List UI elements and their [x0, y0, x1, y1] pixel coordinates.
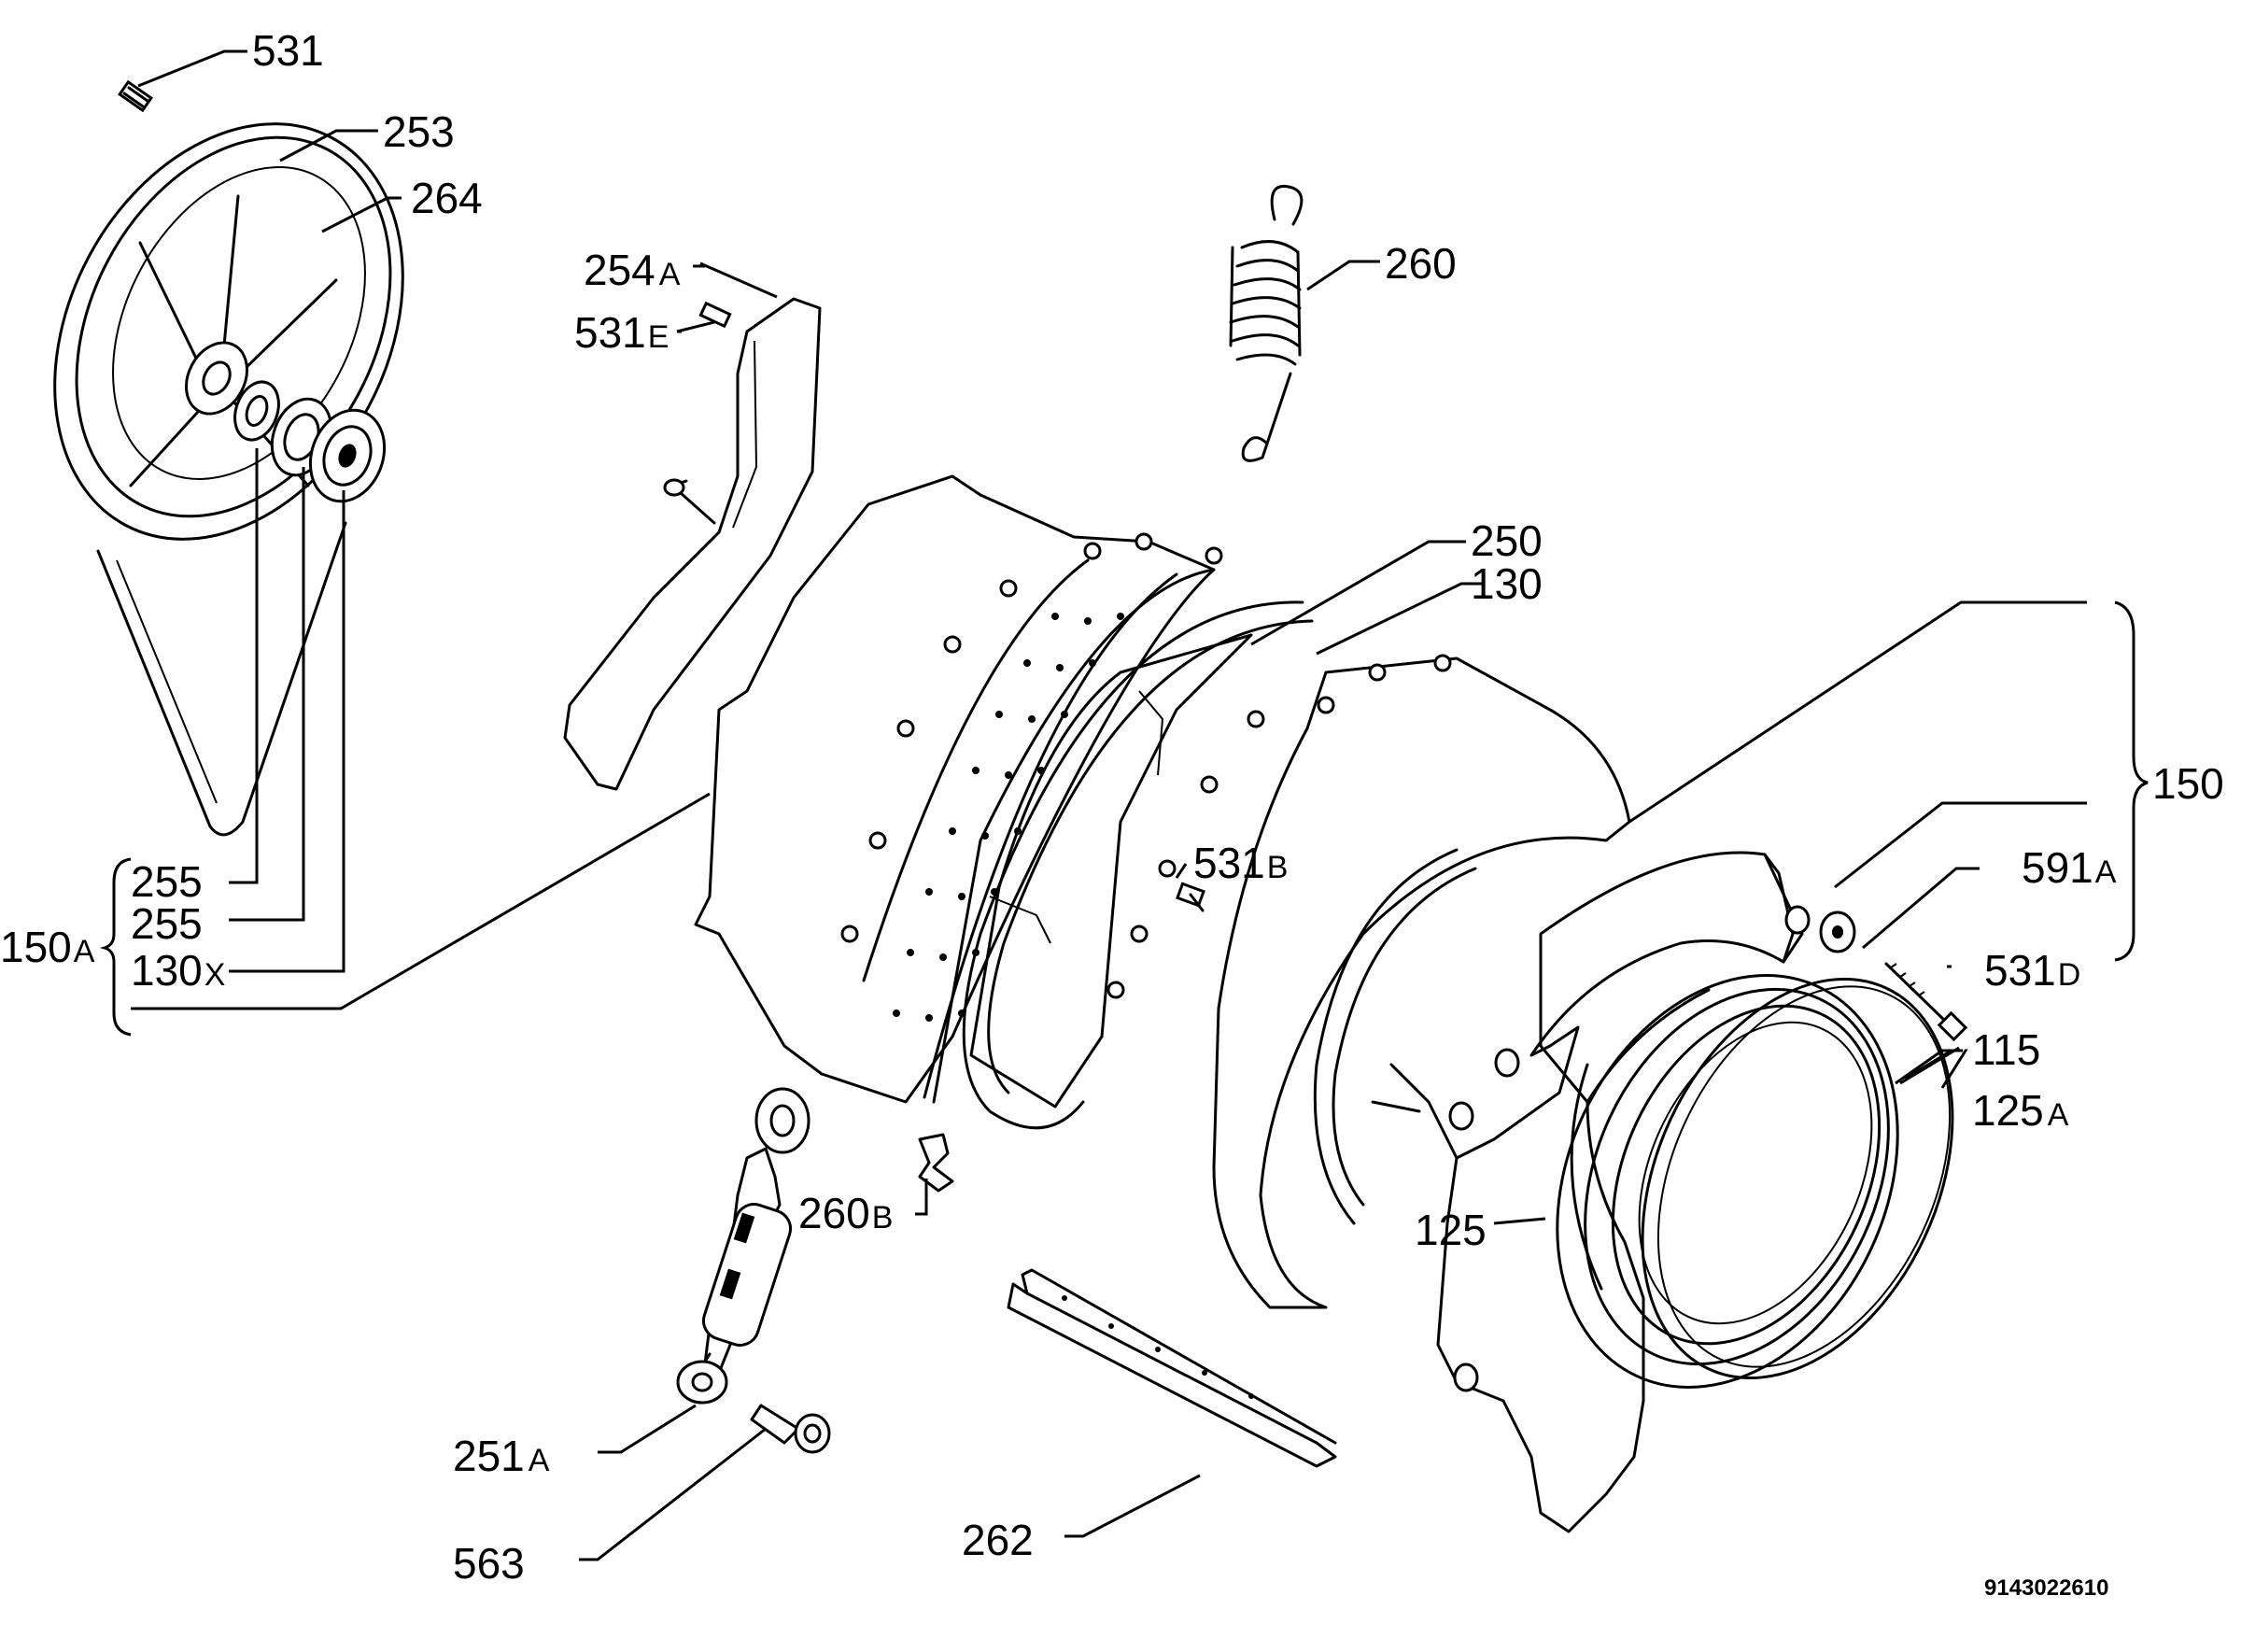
brace-150	[2114, 600, 2149, 962]
label-130x: 130X	[131, 946, 225, 995]
label-591a: 591A	[2022, 843, 2117, 892]
screw-531b	[1176, 882, 1205, 912]
label-250: 250	[1471, 516, 1543, 565]
label-531d: 531D	[1984, 946, 2080, 995]
label-255-b: 255	[131, 899, 203, 948]
clip-260b	[918, 1133, 954, 1193]
label-531b: 531B	[1193, 839, 1288, 887]
label-563: 563	[453, 1539, 525, 1588]
screw-531	[118, 79, 153, 113]
label-130: 130	[1471, 559, 1543, 608]
bearing-130x	[308, 408, 387, 503]
label-255-a: 255	[131, 857, 203, 906]
label-260b: 260B	[798, 1189, 893, 1237]
screw-531d	[1884, 962, 1968, 1042]
spring-260	[1229, 184, 1304, 462]
bolt-563	[750, 1404, 831, 1454]
label-531: 531	[252, 26, 324, 75]
washer-591a	[1819, 911, 1856, 953]
lifter-262	[1007, 1268, 1337, 1468]
door-seal-115	[1556, 974, 1899, 1389]
rear-tub	[694, 474, 1223, 1104]
clamp-ring-125	[1570, 1063, 1603, 1291]
shock-absorber-251a	[676, 1087, 810, 1405]
label-531e: 531E	[574, 308, 669, 357]
label-115: 115	[1972, 1025, 2040, 1074]
leader-lines	[131, 49, 2087, 1561]
drum-250	[962, 600, 1314, 1130]
label-150a: 150A	[0, 923, 95, 971]
document-code: 9143022610	[1984, 1575, 2108, 1601]
label-264: 264	[411, 174, 483, 222]
label-260: 260	[1385, 239, 1457, 288]
pulley-253	[53, 122, 404, 837]
spider-arm-254a	[563, 297, 822, 791]
screw-531e	[698, 301, 732, 329]
label-125: 125	[1415, 1206, 1487, 1254]
brace-150a	[99, 857, 132, 1037]
label-150: 150	[2152, 759, 2224, 808]
front-tub	[1106, 654, 1631, 1309]
bearing-255-inner	[233, 380, 280, 442]
label-262: 262	[962, 1516, 1034, 1564]
counterweight-bracket	[1371, 851, 1811, 1533]
label-253: 253	[383, 107, 455, 156]
clamp-ring-125a	[1641, 977, 1954, 1380]
